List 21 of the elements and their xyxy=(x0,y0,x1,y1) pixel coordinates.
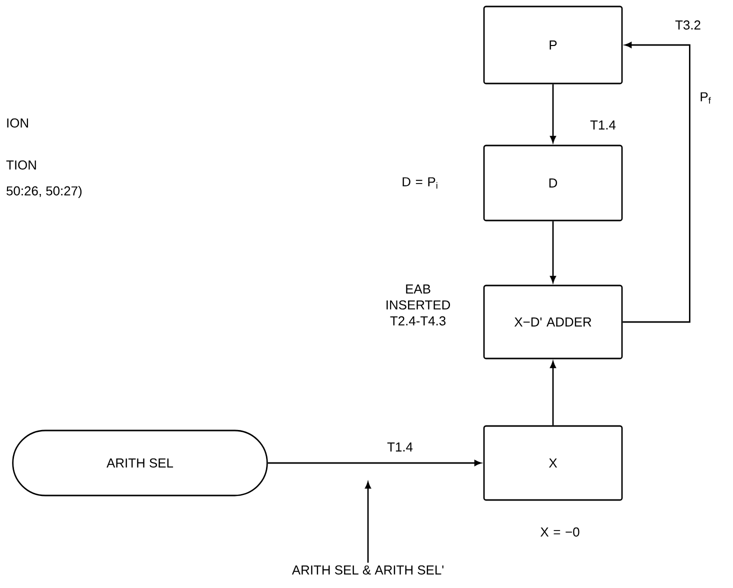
arrow xyxy=(365,482,371,563)
label: TION xyxy=(6,160,36,170)
edge-label: T1.4 xyxy=(589,120,617,130)
annotation: EAB INSERTED T2.4-T4.3 xyxy=(386,284,450,326)
arrow xyxy=(550,84,556,143)
annotation: X = −0 xyxy=(540,527,580,537)
edge-label: T1.4 xyxy=(386,442,414,452)
arrow xyxy=(550,221,556,283)
signal-label: ARITH SEL & ARITH SEL' xyxy=(292,565,444,575)
label: ION xyxy=(7,118,28,128)
label: 50:26, 50:27) xyxy=(6,186,82,198)
register-box: X xyxy=(483,425,623,501)
register-box: D xyxy=(483,144,623,222)
register-box: P xyxy=(483,6,623,84)
label: T3.2 xyxy=(675,20,700,30)
arrow xyxy=(268,460,482,466)
register-box: X−D' ADDER xyxy=(483,284,623,360)
arrow xyxy=(622,42,690,323)
arrow xyxy=(550,361,556,426)
annotation: D = P$_{i}$ xyxy=(402,177,438,189)
edge-label: P$_{f}$ xyxy=(698,91,712,105)
